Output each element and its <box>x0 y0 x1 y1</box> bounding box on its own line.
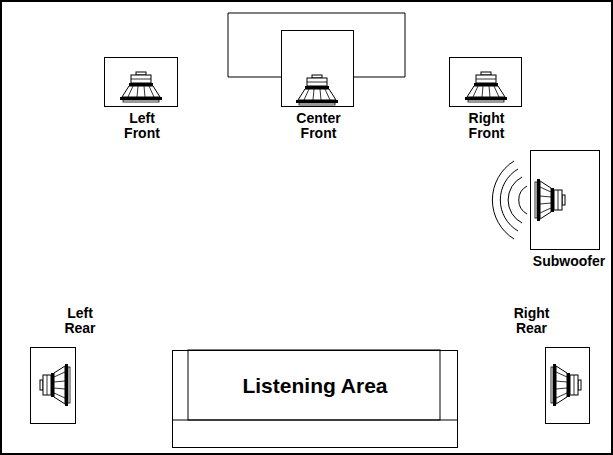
speaker-box: Right Front <box>449 57 522 107</box>
subwoofer-box: Subwoofer <box>530 150 600 250</box>
area-label: Listening Area <box>242 374 387 398</box>
couch: Listening Area <box>172 350 458 448</box>
speaker-label: Right Rear <box>514 306 550 336</box>
sound-waves <box>492 161 527 239</box>
speaker-box: Right Rear <box>545 347 590 424</box>
speaker-icons <box>40 72 581 406</box>
speaker-box: Left Front <box>104 57 178 107</box>
center-cabinet <box>228 13 405 77</box>
speaker-box: Left Rear <box>30 347 76 424</box>
speaker-label: Left Front <box>124 111 160 141</box>
speaker-label: Left Rear <box>64 306 95 336</box>
speaker-label: Subwoofer <box>533 254 605 269</box>
speaker-label: Center Front <box>296 111 340 141</box>
couch-frame <box>172 350 458 420</box>
speaker-box: Center Front <box>281 30 354 107</box>
speaker-label: Right Front <box>469 111 505 141</box>
